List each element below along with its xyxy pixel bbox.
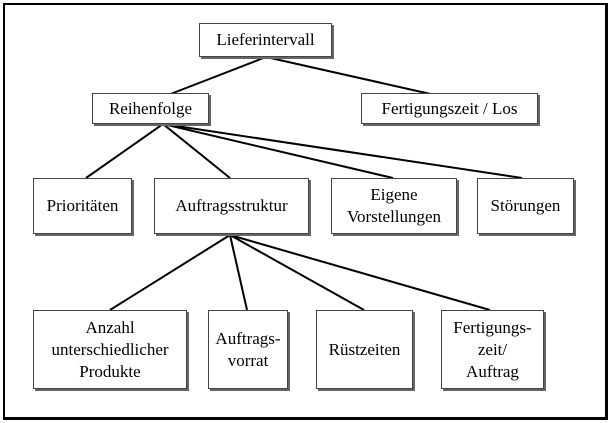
node-auftragsstruktur: Auftragsstruktur xyxy=(154,178,309,234)
edge-reihenfolge-auftragsstruktur xyxy=(162,123,231,179)
node-reihenfolge: Reihenfolge xyxy=(92,93,209,124)
edge-reihenfolge-stoerungen xyxy=(162,123,523,179)
diagram-frame xyxy=(3,3,608,420)
node-stoerungen: Störungen xyxy=(477,178,574,234)
edge-lieferintervall-reihenfolge xyxy=(167,56,267,96)
node-eigene-vorstellungen: Eigene Vorstellungen xyxy=(331,178,457,234)
node-lieferintervall: Lieferintervall xyxy=(199,23,332,57)
edge-reihenfolge-eigene-vorstellungen xyxy=(162,123,394,179)
node-auftragsvorrat: Auftrags- vorrat xyxy=(208,310,288,389)
edge-reihenfolge-prioritaeten xyxy=(85,123,164,179)
node-prioritaeten: Prioritäten xyxy=(33,178,132,234)
node-anzahl-produkte: Anzahl unterschiedlicher Produkte xyxy=(33,310,187,389)
node-fertigungszeit-los: Fertigungszeit / Los xyxy=(361,93,538,124)
edge-auftragsstruktur-fertigungszeit-auftrag xyxy=(229,234,491,311)
node-ruestzeiten: Rüstzeiten xyxy=(316,310,413,389)
edge-lieferintervall-fertigungszeit-los xyxy=(265,56,436,96)
edge-auftragsstruktur-auftragsvorrat xyxy=(229,234,248,311)
node-fertigungszeit-auftrag: Fertigungs- zeit/ Auftrag xyxy=(441,310,544,389)
edge-auftragsstruktur-anzahl-produkte xyxy=(109,234,231,311)
edge-auftragsstruktur-ruestzeiten xyxy=(229,234,365,311)
